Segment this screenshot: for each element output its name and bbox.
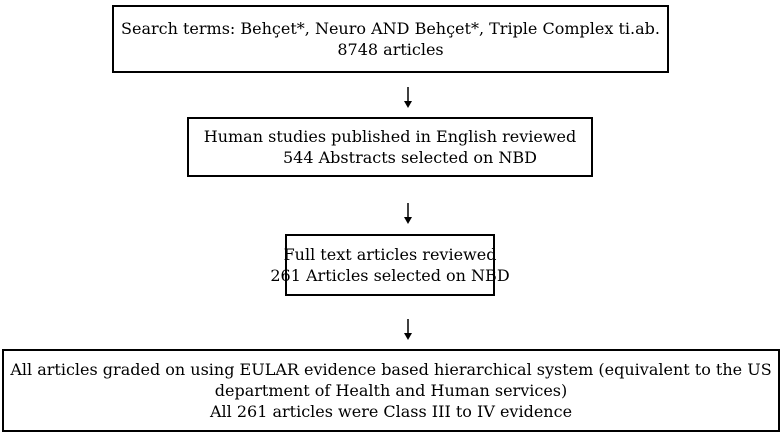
full-text-reviewed-text: Full text articles reviewed xyxy=(283,245,497,264)
down-arrow-icon xyxy=(404,203,412,224)
search-terms-text: Search terms: Behçet*, Neuro AND Behçet*… xyxy=(121,19,660,38)
full-text-box: Full text articles reviewed 261 Articles… xyxy=(270,234,510,296)
down-arrow-icon xyxy=(404,87,412,108)
search-terms-box: Search terms: Behçet*, Neuro AND Behçet*… xyxy=(112,5,669,73)
articles-selected-text: 261 Articles selected on NBD xyxy=(270,266,510,285)
article-count-text: 8748 articles xyxy=(337,40,444,59)
down-arrow-icon xyxy=(404,319,412,340)
evidence-class-text: All 261 articles were Class III to IV ev… xyxy=(209,402,573,421)
grading-system-text: All articles graded on using EULAR evide… xyxy=(10,360,772,379)
human-studies-text: Human studies published in English revie… xyxy=(203,127,577,146)
human-studies-box: Human studies published in English revie… xyxy=(187,117,593,177)
abstracts-selected-text: 544 Abstracts selected on NBD xyxy=(283,148,537,167)
grading-system-text-continued: department of Health and Human services) xyxy=(214,381,568,400)
grading-box: All articles graded on using EULAR evide… xyxy=(2,349,780,432)
